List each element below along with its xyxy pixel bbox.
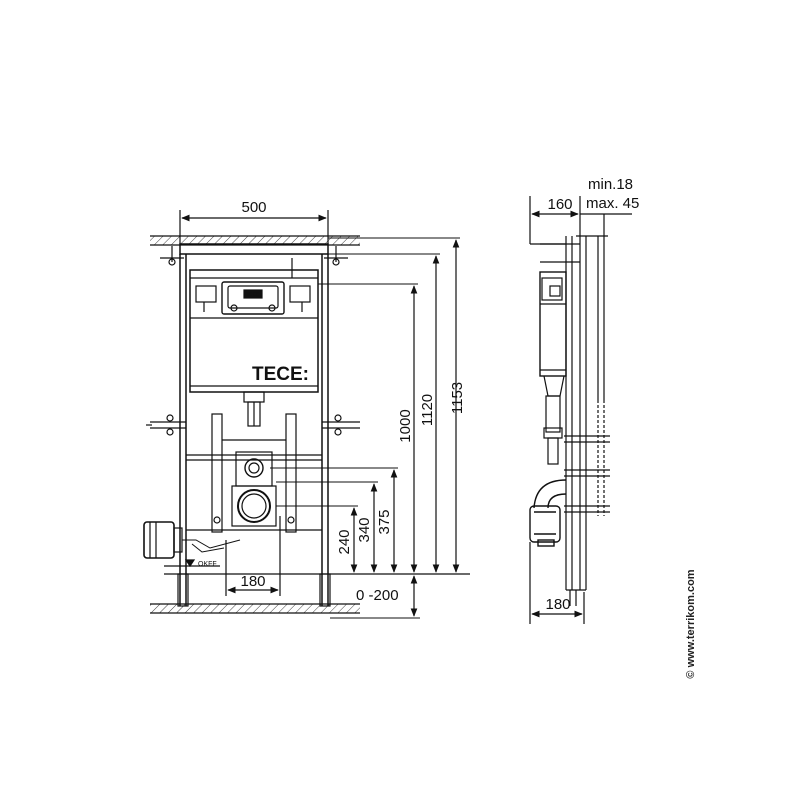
flush-pipe-side — [543, 395, 563, 465]
front-view: TECE TECE: — [143, 199, 470, 619]
wall-max-label: max. 45 — [586, 195, 639, 212]
floor-section — [150, 603, 360, 614]
frame-uprights — [179, 254, 329, 606]
brand-logo-text: TECE: — [252, 364, 309, 385]
floor-range-label: 0 -200 — [356, 587, 399, 604]
wall-min-label: min.18 — [588, 176, 633, 193]
pipe-offset-label: 180 — [240, 573, 265, 590]
drain-bend-side — [529, 479, 567, 547]
cistern-side — [539, 271, 567, 397]
pipe-offset-dim: 180 — [225, 516, 281, 596]
wall-panel — [576, 235, 608, 590]
wc-support-rods — [186, 413, 322, 533]
height-340-label: 340 — [356, 517, 373, 542]
height-1000-label: 1000 — [397, 409, 414, 442]
height-reference-lines — [270, 237, 460, 619]
depth-label: 160 — [547, 196, 572, 213]
height-240-label: 240 — [336, 529, 353, 554]
flush-button-label: TECE — [246, 292, 260, 298]
waste-outlet — [231, 485, 277, 527]
height-dims — [350, 239, 460, 617]
side-frame — [530, 236, 580, 590]
bottom-depth-dim: 180 — [529, 542, 585, 624]
top-wall-section — [150, 235, 360, 246]
floor-level-marker: OKFF — [164, 559, 470, 575]
frame-feet — [177, 573, 331, 607]
bottom-depth-label: 180 — [545, 596, 570, 613]
width-dim: 500 — [179, 199, 329, 244]
side-brackets — [564, 435, 610, 513]
watermark-text: © www.terrikom.com — [685, 569, 697, 678]
wall-thickness-dim: min.18 max. 45 — [580, 176, 639, 236]
drain-elbow — [143, 521, 241, 559]
okff-label: OKFF — [198, 561, 217, 568]
water-inlet — [235, 451, 273, 487]
side-foot — [566, 589, 586, 606]
depth-dim: 160 — [529, 196, 581, 244]
side-view: 160 min.18 max. 45 — [529, 176, 639, 624]
top-bracket — [160, 246, 348, 266]
flush-plate: TECE — [195, 281, 311, 315]
height-1120-label: 1120 — [419, 394, 436, 426]
height-375-label: 375 — [376, 509, 393, 534]
height-1153-label: 1153 — [449, 382, 466, 414]
middle-brackets — [146, 414, 360, 436]
flush-pipe — [243, 391, 265, 427]
width-label: 500 — [241, 199, 266, 216]
